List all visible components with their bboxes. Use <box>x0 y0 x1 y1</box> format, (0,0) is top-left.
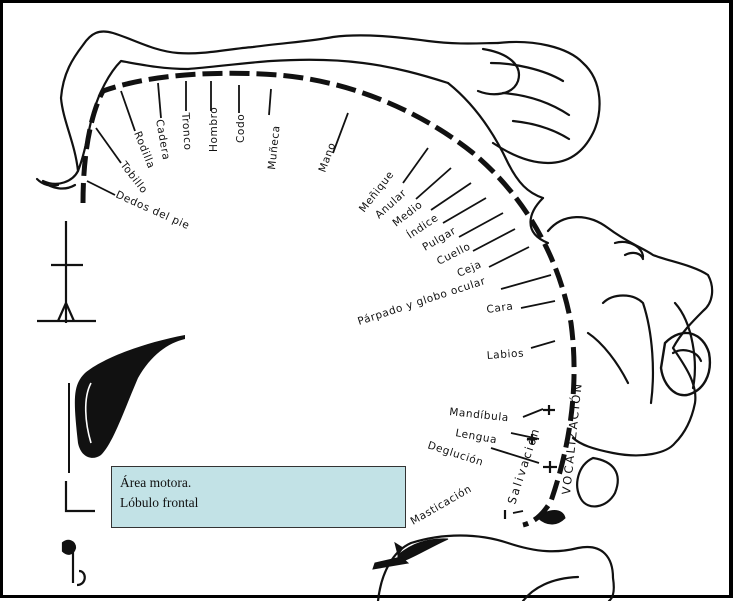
label-rodilla: Rodilla <box>131 130 157 171</box>
label-vocalizacion: VOCALIZACIÓN <box>558 381 585 495</box>
label-lengua: Lengua <box>454 427 498 446</box>
left-lower-symbols <box>63 481 95 585</box>
caption-line-1: Área motora. <box>120 473 397 493</box>
caption-line-2: Lóbulo frontal <box>120 493 397 513</box>
label-mandibula: Mandíbula <box>449 406 510 424</box>
label-deglucion: Deglución <box>426 439 485 468</box>
label-masticacion: Masticación <box>409 483 474 528</box>
label-cadera: Cadera <box>153 118 172 161</box>
leader-lines <box>87 81 555 513</box>
label-tronco: Tronco <box>179 111 194 151</box>
label-salivacion: Salivación <box>505 425 543 506</box>
label-dedos: Dedos del pie <box>114 189 192 232</box>
motor-strip-arc <box>83 73 574 525</box>
label-codo: Codo <box>235 114 247 143</box>
label-hombro: Hombro <box>208 107 220 152</box>
left-dark-wedge <box>69 335 185 473</box>
region-labels: Dedos del pie Tobillo Rodilla Cadera Tro… <box>114 107 585 528</box>
left-cross-section <box>37 221 96 323</box>
label-parpado: Párpado y globo ocular <box>356 275 487 328</box>
caption-box: Área motora. Lóbulo frontal <box>111 466 406 528</box>
label-labios: Labios <box>486 347 524 362</box>
label-mano: Mano <box>317 141 339 174</box>
label-muneca: Muñeca <box>266 125 283 171</box>
label-cara: Cara <box>486 300 514 316</box>
